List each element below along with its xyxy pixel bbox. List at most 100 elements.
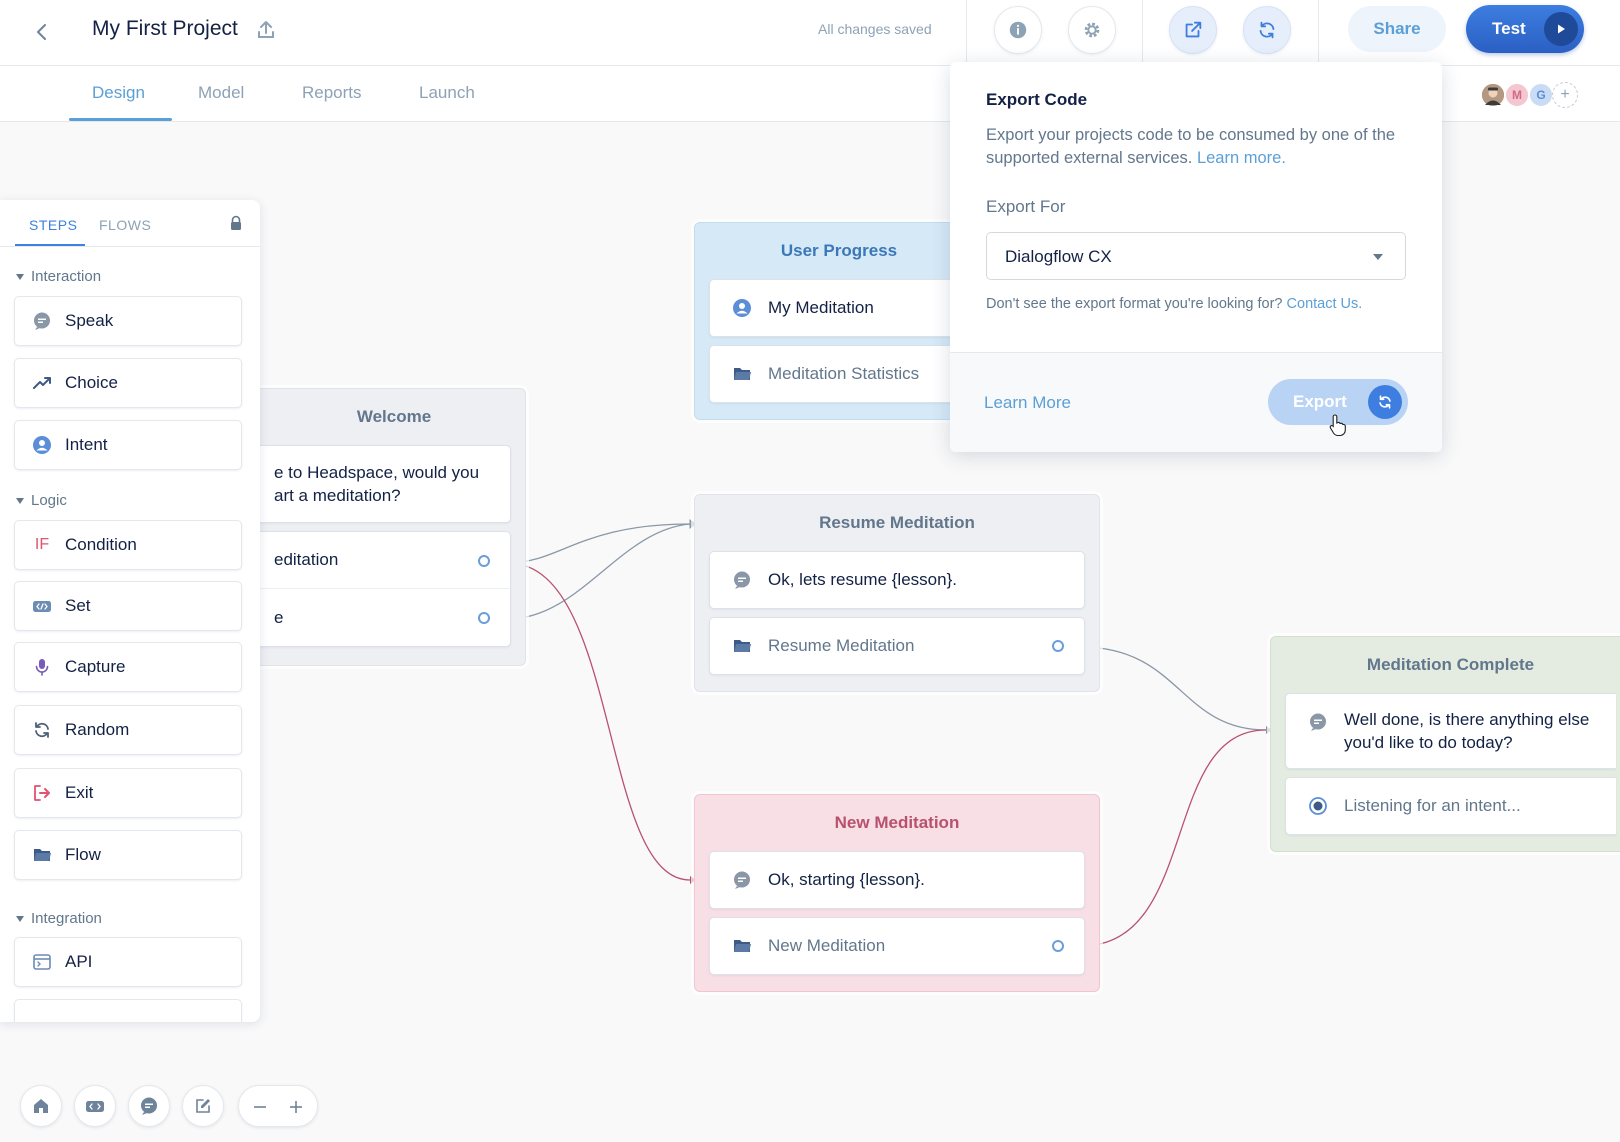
- export-code-popover: Export Code Export your projects code to…: [950, 62, 1442, 452]
- zoom-out-button[interactable]: [247, 1094, 273, 1120]
- settings-button[interactable]: [1068, 6, 1116, 54]
- step-flow[interactable]: Flow: [14, 830, 242, 880]
- step-set[interactable]: Set: [14, 581, 242, 631]
- back-arrow-icon[interactable]: [30, 20, 54, 44]
- header-divider: [1142, 0, 1143, 66]
- sidebar-tab-flows[interactable]: FLOWS: [99, 217, 152, 233]
- speak-icon: [732, 570, 752, 590]
- info-icon: [1009, 21, 1027, 39]
- contact-us-link[interactable]: Contact Us.: [1286, 296, 1363, 312]
- section-title: Logic: [31, 492, 67, 509]
- tab-reports[interactable]: Reports: [302, 83, 362, 102]
- comment-button[interactable]: [128, 1085, 170, 1127]
- zoom-in-button[interactable]: [283, 1094, 309, 1120]
- project-title[interactable]: My First Project: [92, 17, 238, 40]
- step-label: Choice: [65, 373, 118, 392]
- upload-icon[interactable]: [254, 18, 278, 42]
- output-port[interactable]: [478, 612, 490, 625]
- step-condition[interactable]: IF Condition: [14, 520, 242, 570]
- listen-step[interactable]: Listening for an intent...: [1285, 777, 1616, 835]
- export-submit-button[interactable]: Export: [1268, 379, 1408, 425]
- user-icon: [31, 434, 53, 456]
- output-port[interactable]: [1052, 940, 1064, 952]
- add-collaborator-button[interactable]: +: [1552, 82, 1578, 108]
- step-label: Meditation Statistics: [768, 364, 920, 383]
- section-logic[interactable]: Logic: [16, 492, 67, 509]
- play-icon: [1544, 12, 1578, 46]
- flow-step-resume[interactable]: Resume Meditation: [709, 617, 1085, 675]
- tab-model[interactable]: Model: [198, 83, 245, 102]
- step-random[interactable]: Random: [14, 705, 242, 755]
- tab-launch[interactable]: Launch: [419, 83, 475, 102]
- listening-radio-icon: [1308, 796, 1328, 816]
- avatar[interactable]: M: [1504, 82, 1530, 108]
- share-button[interactable]: Share: [1348, 6, 1446, 52]
- step-label: Exit: [65, 783, 94, 802]
- node-user-progress[interactable]: User Progress My Meditation Meditation S…: [694, 222, 984, 420]
- step-label: Intent: [65, 435, 108, 454]
- tab-design[interactable]: Design: [92, 83, 145, 102]
- output-port[interactable]: [478, 555, 490, 567]
- flow-step-meditation-statistics[interactable]: Meditation Statistics: [709, 345, 969, 403]
- step-speak[interactable]: Speak: [14, 296, 242, 346]
- section-interaction[interactable]: Interaction: [16, 268, 101, 285]
- choice-label: e: [274, 607, 284, 627]
- learn-more-link[interactable]: Learn more.: [1196, 149, 1286, 167]
- choice-option[interactable]: e: [236, 589, 510, 646]
- step-choice[interactable]: Choice: [14, 358, 242, 408]
- export-format-select[interactable]: Dialogflow CX: [986, 232, 1406, 280]
- edit-button[interactable]: [182, 1085, 224, 1127]
- note-text: Don't see the export format you're looki…: [986, 296, 1283, 312]
- section-integration[interactable]: Integration: [16, 910, 102, 927]
- step-capture[interactable]: Capture: [14, 642, 242, 692]
- info-button[interactable]: [994, 6, 1042, 54]
- refresh-icon: [1259, 21, 1275, 39]
- export-button[interactable]: [1169, 6, 1217, 54]
- plus-icon: [290, 1101, 302, 1113]
- minus-icon: [254, 1106, 266, 1108]
- speak-icon: [31, 310, 53, 332]
- home-button[interactable]: [20, 1085, 62, 1127]
- sidebar-tab-steps[interactable]: STEPS: [29, 217, 78, 233]
- refresh-icon: [1368, 385, 1402, 419]
- caret-down-icon: [1373, 254, 1383, 260]
- comment-icon: [141, 1097, 157, 1115]
- avatar[interactable]: G: [1528, 82, 1554, 108]
- lock-icon[interactable]: [228, 215, 244, 231]
- step-exit[interactable]: Exit: [14, 768, 242, 818]
- speak-step-complete[interactable]: Well done, is there anything else you'd …: [1285, 693, 1616, 769]
- choice-option[interactable]: editation: [236, 532, 510, 590]
- step-more[interactable]: [14, 999, 242, 1022]
- random-loop-icon: [31, 719, 53, 741]
- speak-step-resume[interactable]: Ok, lets resume {lesson}.: [709, 551, 1085, 609]
- microphone-icon: [31, 656, 53, 678]
- avatar[interactable]: [1480, 82, 1506, 108]
- learn-more-button[interactable]: Learn More: [984, 393, 1071, 412]
- section-title: Interaction: [31, 268, 102, 285]
- step-api[interactable]: API: [14, 937, 242, 987]
- node-meditation-complete[interactable]: Meditation Complete Well done, is there …: [1270, 636, 1620, 852]
- node-resume-meditation[interactable]: Resume Meditation Ok, lets resume {lesso…: [694, 494, 1100, 692]
- condition-if-icon: IF: [34, 536, 50, 553]
- intent-step-my-meditation[interactable]: My Meditation: [709, 279, 969, 337]
- code-view-button[interactable]: [74, 1085, 116, 1127]
- speak-step-welcome[interactable]: e to Headspace, would you art a meditati…: [235, 445, 511, 523]
- step-label: Speak: [65, 311, 114, 330]
- flow-step-new[interactable]: New Meditation: [709, 917, 1085, 975]
- speak-step-new[interactable]: Ok, starting {lesson}.: [709, 851, 1085, 909]
- choice-step[interactable]: editation e: [235, 531, 511, 647]
- test-button[interactable]: Test: [1466, 5, 1584, 53]
- choice-label: editation: [274, 550, 339, 569]
- output-port[interactable]: [1052, 640, 1064, 652]
- caret-down-icon: [16, 915, 24, 922]
- node-new-meditation[interactable]: New Meditation Ok, starting {lesson}. Ne…: [694, 794, 1100, 992]
- step-intent[interactable]: Intent: [14, 420, 242, 470]
- choice-branch-icon: [31, 372, 53, 394]
- user-photo-icon: [1482, 84, 1504, 106]
- folder-icon: [31, 844, 53, 866]
- sync-button[interactable]: [1243, 6, 1291, 54]
- node-title: User Progress: [780, 241, 898, 260]
- exit-icon: [31, 782, 53, 804]
- node-welcome[interactable]: Welcome e to Headspace, would you art a …: [220, 388, 526, 666]
- header-divider: [966, 0, 967, 66]
